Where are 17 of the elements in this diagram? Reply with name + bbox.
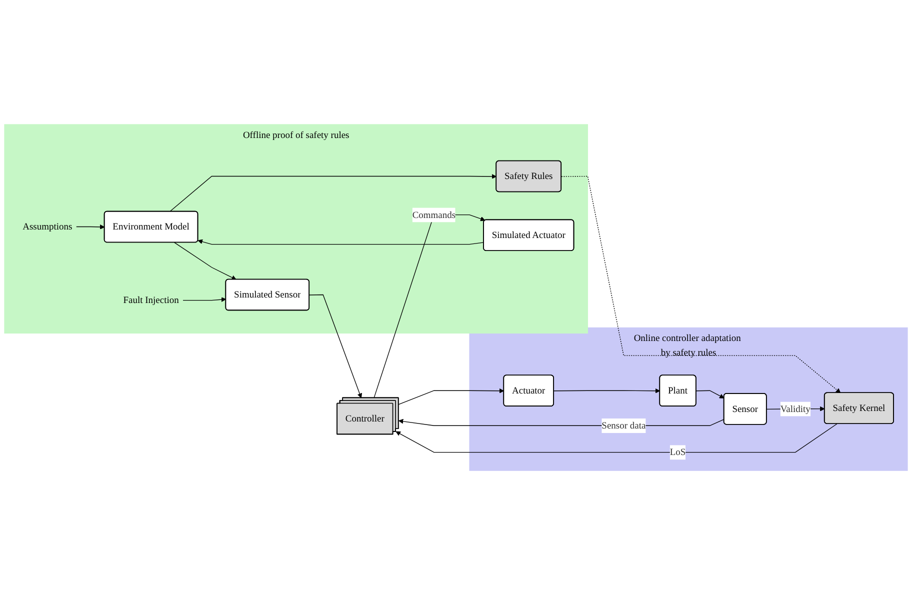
arrow <box>309 294 362 399</box>
edge-label: Commands <box>412 210 456 220</box>
edge-label: Sensor data <box>602 420 646 432</box>
arrow <box>170 174 497 212</box>
edge-label: Validity <box>780 404 810 415</box>
edge-label: LoS <box>670 447 686 458</box>
arrow <box>696 390 724 399</box>
arrow <box>182 298 226 302</box>
arrow <box>174 242 236 280</box>
node-text: Fault Injection <box>123 295 179 306</box>
arrow <box>76 224 105 230</box>
arrow <box>396 424 838 454</box>
arrow <box>554 388 660 394</box>
arrow <box>398 388 504 406</box>
arrow <box>198 240 484 246</box>
node-text: Assumptions <box>22 222 72 232</box>
arrow <box>561 176 841 394</box>
